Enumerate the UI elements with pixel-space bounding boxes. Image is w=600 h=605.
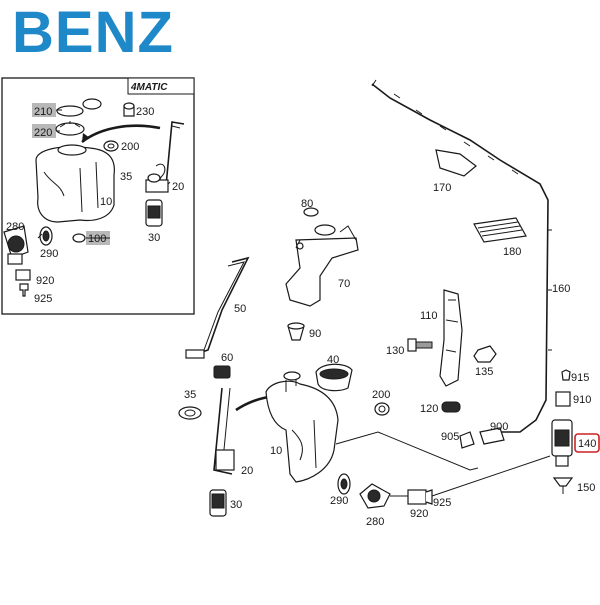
- label-200: 200: [372, 389, 390, 401]
- label-120: 120: [420, 403, 438, 415]
- part-180: [473, 217, 527, 243]
- label-bg-220: [32, 124, 56, 138]
- inset-4matic: 4MATIC: [1, 77, 195, 315]
- part-120: [441, 401, 461, 413]
- label-40: 40: [327, 354, 339, 366]
- highlight-box-140: [574, 433, 600, 453]
- part-160-hose: [371, 83, 549, 437]
- label-920-inset: 920: [36, 275, 54, 287]
- brand-logo: BENZ: [12, 0, 174, 65]
- label-30-inset: 30: [148, 232, 160, 244]
- label-bg-210: [32, 103, 56, 117]
- part-35: [178, 406, 202, 420]
- label-100: 100: [88, 233, 106, 245]
- label-230: 230: [136, 106, 154, 118]
- label-110: 110: [420, 310, 438, 322]
- label-90: 90: [309, 328, 321, 340]
- callout-labels: 210 220 230 200 35 20 10 30 280 290 100 …: [6, 106, 596, 528]
- label-150: 150: [577, 482, 595, 494]
- label-20-inset: 20: [172, 181, 184, 193]
- part-905: [459, 431, 475, 449]
- hose-line: [335, 431, 479, 471]
- part-925: [425, 489, 433, 505]
- label-900: 900: [490, 421, 508, 433]
- part-150: [552, 477, 574, 487]
- part-110: [439, 289, 463, 387]
- part-220-cap: [55, 122, 85, 136]
- inset-badge-box: [127, 77, 195, 95]
- label-160: 160: [552, 283, 570, 295]
- part-910: [555, 391, 571, 407]
- label-210: 210: [34, 106, 52, 118]
- inset-badge: 4MATIC: [130, 82, 168, 93]
- part-135: [473, 345, 497, 363]
- part-80: [303, 207, 319, 217]
- part-920-inset: [15, 269, 31, 281]
- label-60: 60: [221, 352, 233, 364]
- part-200-inset: [103, 140, 119, 152]
- label-135: 135: [475, 366, 493, 378]
- label-920: 920: [410, 508, 428, 520]
- label-280-inset: 280: [6, 221, 24, 233]
- label-10: 10: [270, 445, 282, 457]
- label-910: 910: [573, 394, 591, 406]
- label-200-inset: 200: [121, 141, 139, 153]
- part-920: [407, 489, 427, 505]
- part-60: [213, 365, 231, 379]
- label-925-inset: 925: [34, 293, 52, 305]
- part-100: [72, 233, 86, 243]
- label-80: 80: [301, 198, 313, 210]
- label-10-inset: 10: [100, 196, 112, 208]
- part-130: [413, 341, 433, 349]
- part-925-inset: [19, 283, 29, 297]
- label-290-inset: 290: [40, 248, 58, 260]
- label-925: 925: [433, 497, 451, 509]
- cap-ribs: [59, 121, 81, 128]
- label-290: 290: [330, 495, 348, 507]
- label-140: 140: [578, 438, 596, 450]
- part-200: [374, 402, 390, 416]
- part-210-seal: [56, 105, 84, 117]
- label-170: 170: [433, 182, 451, 194]
- part-900: [479, 427, 505, 445]
- label-50: 50: [234, 303, 246, 315]
- reservoir-main: [265, 380, 339, 483]
- part-915: [561, 369, 571, 381]
- part-70-bracket: [285, 237, 359, 307]
- label-35: 35: [184, 389, 196, 401]
- label-905: 905: [441, 431, 459, 443]
- part-170: [435, 149, 477, 177]
- label-70: 70: [338, 278, 350, 290]
- label-35-inset: 35: [120, 171, 132, 183]
- label-30: 30: [230, 499, 242, 511]
- label-180: 180: [503, 246, 521, 258]
- reservoir-inset: [35, 146, 115, 223]
- label-20: 20: [241, 465, 253, 477]
- part-210-ring: [82, 98, 102, 110]
- part-35-inset: [147, 173, 161, 183]
- part-20-pipe: [213, 387, 233, 475]
- label-915: 915: [571, 372, 589, 384]
- label-220: 220: [34, 127, 52, 139]
- label-130: 130: [386, 345, 404, 357]
- label-280: 280: [366, 516, 384, 528]
